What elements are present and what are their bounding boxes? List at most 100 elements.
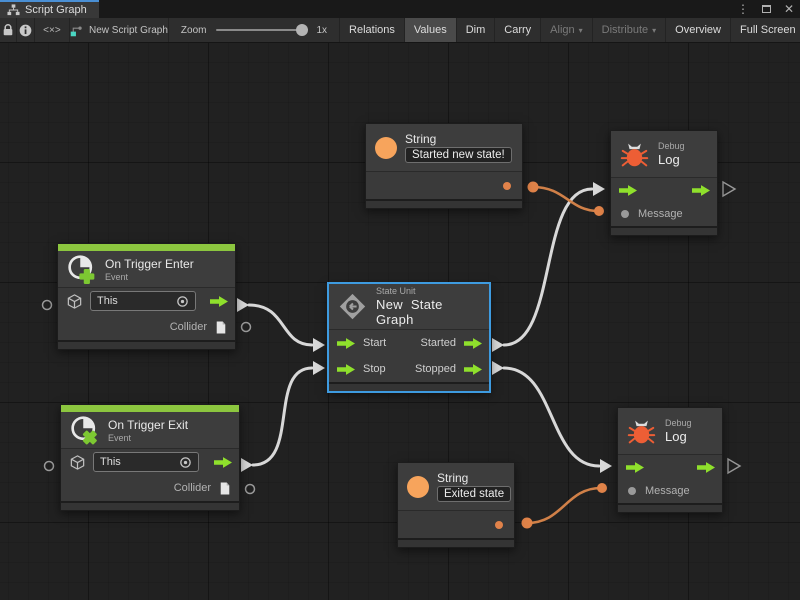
wire-exit-to-stop[interactable]	[251, 366, 314, 467]
flow-output-port[interactable]	[697, 461, 715, 473]
node-footer	[618, 503, 722, 512]
flow-input-port[interactable]	[626, 461, 644, 473]
port-label: Message	[645, 485, 690, 497]
node-footer	[366, 199, 522, 208]
wire-started-to-log[interactable]	[502, 187, 594, 347]
distribute-dropdown[interactable]: Distribute▾	[591, 18, 665, 42]
node-title: New State Graph	[376, 297, 443, 327]
node-on-trigger-exit[interactable]: On Trigger Exit Event This	[60, 404, 240, 511]
string-literal-icon	[375, 136, 397, 159]
flow-output-port[interactable]	[214, 456, 232, 468]
zoom-slider[interactable]	[216, 24, 309, 36]
value-output-port[interactable]	[503, 182, 511, 190]
string-value-input[interactable]: Exited state	[437, 486, 512, 502]
flow-input-port[interactable]	[619, 184, 637, 196]
port-label: Collider	[173, 482, 211, 494]
unconnected-flow-triangles[interactable]	[722, 180, 742, 475]
node-subtitle: Event	[108, 432, 132, 443]
gameobject-cube-icon	[69, 454, 86, 471]
carry-button[interactable]: Carry	[494, 18, 540, 42]
start-input-port[interactable]	[337, 337, 355, 349]
graph-canvas[interactable]: String Started new state!	[0, 43, 800, 600]
string-value-input[interactable]: Started new state!	[405, 147, 512, 163]
event-accent-strip	[61, 405, 239, 412]
port-label: Stopped	[415, 363, 456, 375]
started-output-port[interactable]	[464, 337, 482, 349]
code-icon: <×>	[43, 24, 61, 36]
maximize-icon[interactable]	[761, 5, 771, 13]
event-enter-icon	[67, 254, 97, 284]
wire-enter-to-start[interactable]	[247, 303, 314, 347]
graph-breadcrumb[interactable]: New Script Graph	[70, 18, 169, 42]
message-input-port[interactable]	[621, 210, 629, 218]
relations-button[interactable]: Relations	[339, 18, 404, 42]
node-debug-log-bottom[interactable]: Debug Log Message	[617, 407, 723, 513]
node-kind: Debug	[658, 141, 685, 151]
align-dropdown[interactable]: Align▾	[540, 18, 591, 42]
event-exit-icon	[70, 415, 100, 445]
node-kind: Debug	[665, 418, 692, 428]
node-footer	[611, 226, 717, 235]
target-object-field[interactable]: This	[93, 452, 199, 472]
stop-input-port[interactable]	[337, 363, 355, 375]
wire-string-to-message-bottom[interactable]	[525, 486, 603, 525]
dim-button[interactable]: Dim	[455, 18, 495, 42]
port-label: Start	[363, 337, 387, 349]
node-on-trigger-enter[interactable]: On Trigger Enter Event This	[57, 243, 236, 350]
tab-script-graph[interactable]: Script Graph	[0, 0, 99, 18]
zoom-control: Zoom 1x	[169, 18, 339, 42]
close-icon[interactable]: ✕	[783, 2, 794, 16]
message-input-port[interactable]	[628, 487, 636, 495]
values-button[interactable]: Values	[403, 18, 456, 42]
node-state-unit[interactable]: State Unit New State Graph Start Started	[328, 283, 490, 392]
wire-stopped-to-log[interactable]	[502, 366, 601, 468]
flow-output-port[interactable]	[210, 295, 228, 307]
lock-button[interactable]	[0, 18, 17, 42]
node-title: String	[437, 471, 469, 485]
port-label: Collider	[169, 321, 207, 333]
flow-output-port[interactable]	[692, 184, 710, 196]
zoom-label: Zoom	[180, 24, 207, 36]
node-string-literal-top[interactable]: String Started new state!	[365, 123, 523, 209]
code-preview-button[interactable]: <×>	[35, 18, 70, 42]
port-label: Message	[638, 208, 683, 220]
overview-button[interactable]: Overview	[665, 18, 730, 42]
node-title: On Trigger Enter	[105, 256, 194, 271]
node-subtitle: Event	[105, 271, 129, 282]
target-value: This	[100, 456, 121, 468]
flow-port-triangles[interactable]	[237, 182, 612, 473]
graph-hierarchy-icon	[7, 4, 20, 16]
collider-file-icon	[215, 320, 227, 335]
event-accent-strip	[58, 244, 235, 251]
info-button[interactable]	[17, 18, 35, 42]
script-graph-icon	[70, 24, 83, 37]
graph-toolbar: <×> New Script Graph Zoom 1x Relations V…	[0, 18, 800, 43]
node-footer	[58, 340, 235, 349]
target-picker-icon[interactable]	[176, 295, 189, 308]
node-title: Log	[658, 152, 680, 167]
value-wire-endpoints[interactable]	[521, 181, 608, 529]
menu-icon[interactable]: ⋮	[736, 2, 749, 16]
stopped-output-port[interactable]	[464, 363, 482, 375]
graph-name-label: New Script Graph	[88, 24, 168, 36]
bug-icon	[627, 417, 656, 446]
window-controls: ⋮ ✕	[737, 0, 794, 18]
node-debug-log-top[interactable]: Debug Log Message	[610, 130, 718, 236]
value-output-port[interactable]	[495, 521, 503, 529]
tab-title: Script Graph	[25, 4, 87, 16]
node-string-literal-bottom[interactable]: String Exited state	[397, 462, 515, 548]
tab-strip: Script Graph ⋮ ✕	[0, 0, 800, 18]
target-object-field[interactable]: This	[90, 291, 196, 311]
unconnected-value-ports[interactable]	[41, 299, 256, 495]
bug-icon	[620, 140, 649, 169]
port-label: Started	[420, 337, 456, 349]
lock-icon	[2, 23, 14, 37]
zoom-value: 1x	[316, 24, 328, 36]
node-title: Log	[665, 429, 687, 444]
full-screen-button[interactable]: Full Screen	[729, 18, 800, 42]
target-picker-icon[interactable]	[179, 456, 192, 469]
zoom-slider-handle[interactable]	[296, 24, 309, 36]
node-kind: State Unit	[376, 286, 416, 296]
wire-string-to-message-top[interactable]	[531, 185, 600, 213]
